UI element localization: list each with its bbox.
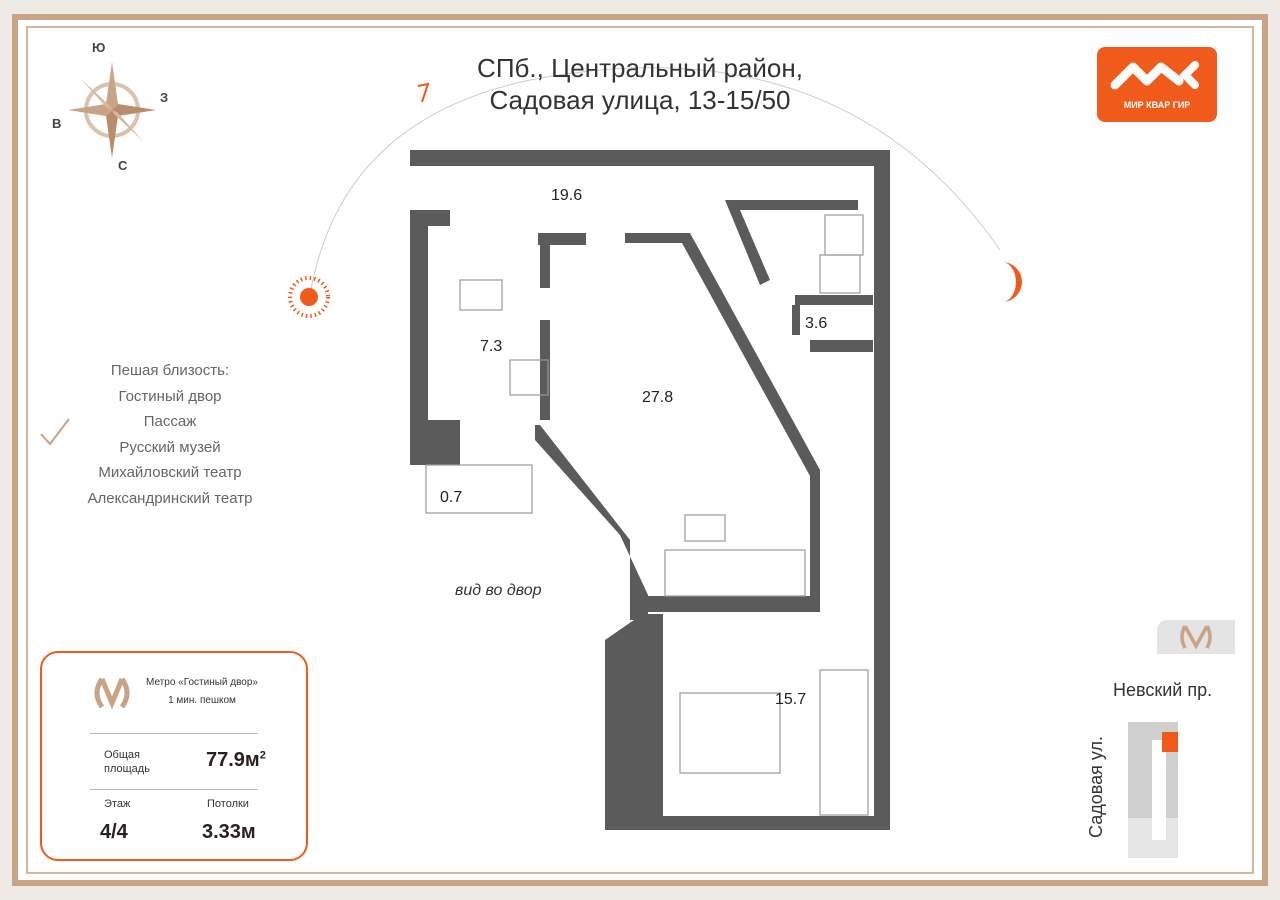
ceiling-value: 3.33м: [202, 821, 256, 843]
street-nevsky: Невский пр.: [1113, 680, 1213, 700]
place-item: Русский музей: [119, 438, 221, 456]
sun-path: [309, 67, 1001, 296]
street-sadovaya: Садовая ул.: [1086, 736, 1106, 838]
place-item: Александринский театр: [87, 489, 253, 507]
room-area-kitchen: 7.3: [480, 338, 503, 355]
location-map: [1128, 722, 1178, 858]
company-logo[interactable]: МИР КВАР ГИР: [1097, 47, 1217, 122]
address-line-2: Садовая улица, 13-15/50: [489, 85, 791, 115]
walking-heading: Пешая близость:: [110, 362, 230, 379]
metro-icon: [1180, 625, 1212, 650]
metro-icon: [94, 677, 130, 710]
room-area-bathroom: 3.6: [805, 315, 828, 332]
building-marker: [1162, 732, 1178, 752]
floor-plan: [410, 150, 890, 830]
compass-east: З: [160, 90, 169, 105]
view-label: вид во двор: [455, 582, 542, 599]
area-unit-sup: 2: [259, 749, 266, 762]
place-item: Гостиный двор: [118, 387, 222, 405]
moon-icon: [1002, 262, 1022, 302]
floor-value: 4/4: [100, 821, 128, 843]
address-line-1: СПб., Центральный район,: [477, 53, 803, 83]
inner-border: [26, 26, 1254, 874]
room-area-bedroom: 15.7: [775, 691, 807, 708]
metro-walk-time: 1 мин. пешком: [168, 695, 236, 706]
compass-rose-icon: [68, 62, 156, 158]
checkmark-icon: [40, 418, 70, 446]
room-area-living: 27.8: [642, 389, 674, 406]
place-item: Михайловский театр: [98, 464, 242, 481]
room-area-hall: 19.6: [551, 187, 583, 204]
area-label-2: площадь: [104, 763, 150, 775]
sun-icon: [288, 276, 330, 318]
logo-mark-icon: [1110, 61, 1199, 90]
compass-south: С: [118, 158, 128, 173]
logo-text: МИР КВАР ГИР: [1123, 100, 1191, 110]
walking-distance-list: Пешая близость: Гостиный двор Пассаж Рус…: [60, 358, 280, 511]
area-label-1: Общая: [104, 749, 140, 761]
room-area-balcony: 0.7: [440, 489, 463, 506]
metro-station: Метро «Гостиный двор»: [146, 677, 258, 688]
compass-north: Ю: [92, 40, 106, 55]
metro-badge: [1157, 620, 1235, 654]
address-title: СПб., Центральный район, Садовая улица, …: [430, 52, 850, 116]
floor-label: Этаж: [104, 798, 131, 810]
place-item: Пассаж: [143, 413, 197, 430]
info-card: Метро «Гостиный двор» 1 мин. пешком Обща…: [40, 651, 308, 861]
area-number: 77.9м: [206, 749, 260, 771]
area-value: 77.9м2: [206, 749, 266, 772]
compass-west: В: [52, 116, 62, 131]
ceiling-label: Потолки: [207, 798, 249, 810]
